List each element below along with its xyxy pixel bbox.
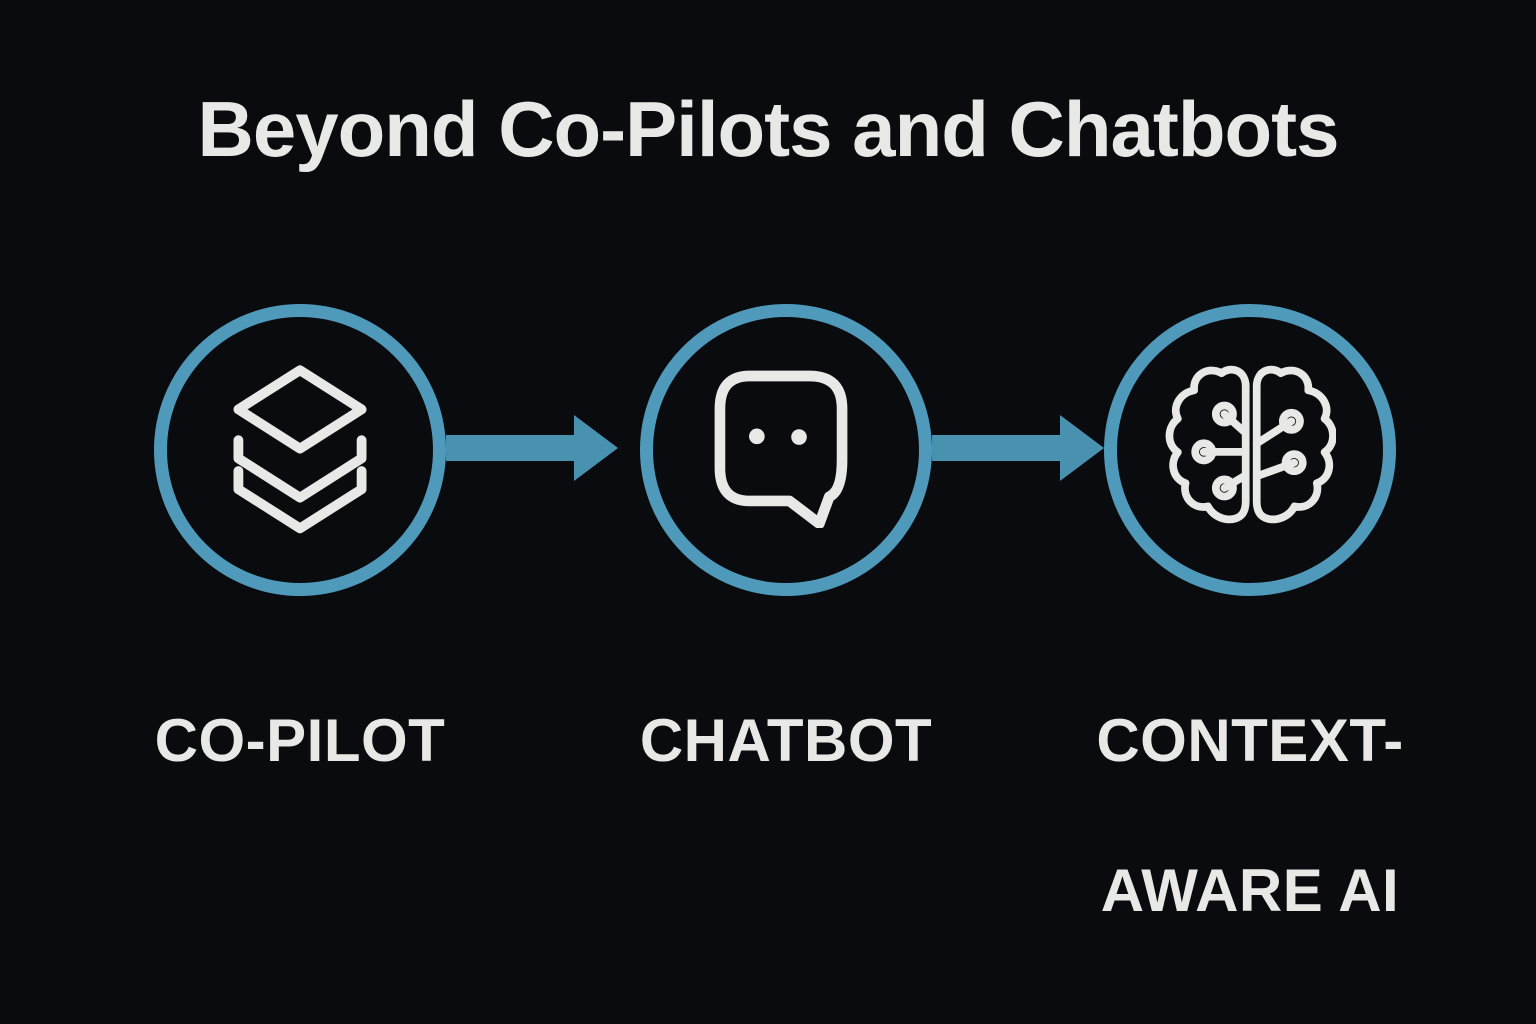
brain-circuit-icon — [1165, 365, 1336, 523]
stage-label-line: CHATBOT — [639, 707, 933, 774]
arrow-right-icon — [932, 415, 1104, 481]
stage-label-line: CONTEXT- — [1096, 707, 1404, 774]
stage-label-chatbot: CHATBOT — [526, 628, 1046, 778]
arrow-right-icon — [446, 415, 618, 481]
stage-label-copilot: CO-PILOT — [40, 628, 560, 778]
page-title: Beyond Co-Pilots and Chatbots — [197, 85, 1340, 173]
stage-label-context-aware-ai: CONTEXT- AWARE AI — [990, 628, 1510, 928]
stage-circle-copilot — [154, 304, 446, 596]
stage-label-line: CO-PILOT — [154, 707, 446, 774]
layers-icon — [233, 365, 367, 534]
chatbot-icon — [714, 370, 848, 528]
stage-circle-chatbot — [640, 304, 932, 596]
stage-circle-context-aware-ai — [1104, 304, 1396, 596]
stage-label-line: AWARE AI — [1100, 857, 1400, 924]
